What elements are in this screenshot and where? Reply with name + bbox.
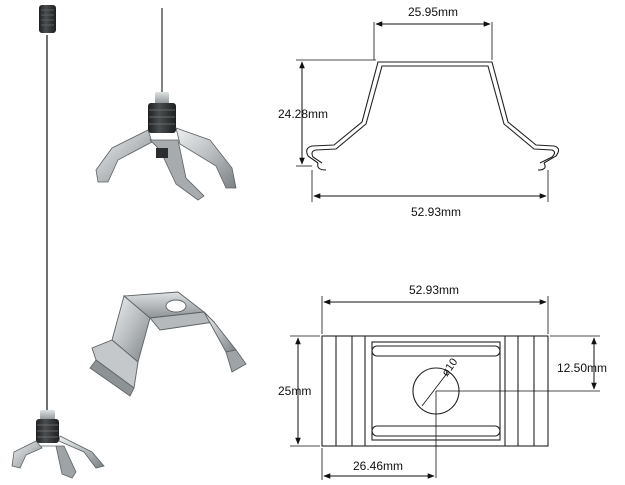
- plan-hole-label: ø10: [440, 356, 461, 378]
- clip-bracket-icon: [89, 291, 247, 397]
- plan-height-label: 25mm: [278, 384, 311, 398]
- ceiling-anchor-icon: [39, 5, 56, 33]
- plan-offset-label: 26.46mm: [353, 459, 403, 473]
- profile-top-width-label: 25.95mm: [408, 5, 458, 19]
- cable-gripper-clip-icon: [11, 410, 105, 479]
- plan-overall-width-label: 52.93mm: [409, 283, 459, 297]
- plan-view: ø10 52.93mm 25mm 12.50mm 26.46mm: [278, 283, 607, 480]
- plan-half-height-label: 12.50mm: [557, 361, 607, 375]
- cable-gripper-clip-icon: [95, 8, 237, 201]
- profile-height-label: 24.28mm: [278, 107, 328, 121]
- profile-view: 25.95mm 24.28mm 52.93mm: [278, 5, 560, 219]
- profile-overall-width-label: 52.93mm: [411, 205, 461, 219]
